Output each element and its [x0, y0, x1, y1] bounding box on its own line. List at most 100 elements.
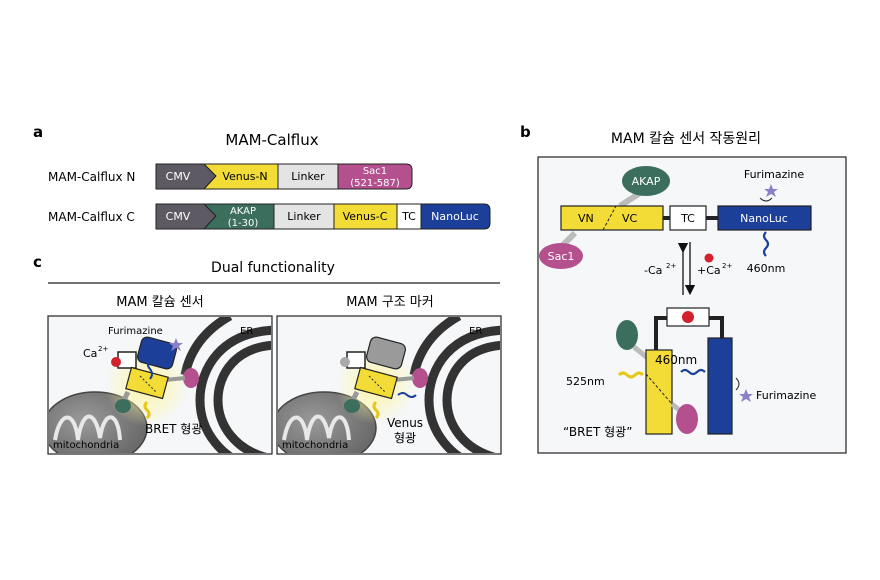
panel-c-left-box: ER mitochondria Furimazine Ca 2+ BRET 형광 — [47, 315, 273, 455]
venus-vn-vc — [560, 205, 664, 231]
panel-b-letter: b — [520, 123, 531, 141]
vn-vc-split — [602, 205, 617, 231]
panel-b: b MAM 칼슘 센서 작동원리 AKAP VN VC TC NanoLuc S… — [520, 123, 847, 454]
furimazine-star-left — [169, 338, 183, 351]
panel-b-title: MAM 칼슘 센서 작동원리 — [611, 131, 761, 147]
construct-c-nanoluc — [420, 203, 491, 230]
venus-closed — [645, 349, 673, 435]
nanoluc-label: NanoLuc — [740, 212, 788, 225]
tc-left — [117, 351, 137, 369]
vc-label: VC — [622, 212, 638, 225]
sac1-closed — [676, 404, 698, 434]
er-label-right: ER — [469, 326, 482, 337]
akap-label: AKAP — [632, 175, 661, 188]
er-membrane-left — [180, 317, 271, 453]
calcium-right — [340, 357, 350, 367]
akap-link — [618, 190, 642, 209]
construct-c-nanoluc-label: NanoLuc — [431, 210, 479, 223]
construct-c-name: MAM-Calflux C — [48, 210, 135, 224]
mito-label-left: mitochondria — [53, 440, 119, 451]
er-membrane-right — [409, 317, 500, 453]
construct-c-linker-label: Linker — [287, 210, 321, 223]
construct-n-sac1-label: Sac1 — [363, 166, 387, 177]
construct-n-linker-label: Linker — [291, 170, 325, 183]
furimazine-label-left: Furimazine — [108, 326, 163, 337]
panel-c-right-heading: MAM 구조 마커 — [346, 295, 433, 310]
bret-fluorescence-label: “BRET 형광” — [563, 425, 632, 439]
construct-n-sac1 — [337, 163, 413, 190]
construct-c-tc-label: TC — [401, 210, 416, 223]
nanoluc-box — [717, 205, 812, 231]
calcium-ion-bound — [682, 311, 694, 323]
linker-left-sac1 — [164, 376, 186, 382]
furimazine-top-arrow — [759, 197, 773, 202]
panel-a-title: MAM-Calflux — [225, 131, 318, 149]
construct-c-cmv-label: CMV — [166, 210, 191, 223]
sac1-right — [412, 368, 428, 388]
emission-460-label: 460nm — [747, 262, 786, 275]
venus-fluor-label-right: 형광 — [394, 431, 416, 445]
calcium-equilibrium: -Ca 2+ +Ca 2+ — [644, 242, 732, 296]
panel-c-letter: c — [33, 253, 42, 271]
construct-c-linker — [273, 203, 335, 230]
blue-excitation-right — [397, 392, 417, 398]
nanoluc-left — [136, 336, 178, 370]
construct-n-linker — [277, 163, 339, 190]
bret-label-left: BRET 형광 — [145, 422, 202, 436]
venus-closed-split — [645, 373, 673, 405]
emission-460-bottom-label: 460nm — [655, 353, 697, 367]
akap-right — [344, 399, 360, 413]
calcium-ion-top — [704, 253, 714, 263]
venus-label-right: Venus — [387, 416, 423, 430]
plus-ca-label: +Ca — [697, 264, 721, 277]
minus-ca-charge: 2+ — [666, 262, 676, 270]
mito-label-right: mitochondria — [282, 440, 348, 451]
furimazine-bottom-arrow — [735, 377, 740, 391]
er-label-left: ER — [240, 326, 253, 337]
construct-n-name: MAM-Calflux N — [48, 170, 135, 184]
panel-a: a MAM-Calflux MAM-Calflux N CMV Venus-N … — [33, 123, 491, 230]
construct-n-venus-n-label: Venus-N — [222, 170, 267, 183]
construct-c-akap — [202, 203, 275, 230]
nanoluc-right-inactive — [365, 336, 407, 370]
furimazine-bottom-star — [739, 389, 753, 402]
akap-left — [115, 399, 131, 413]
furimazine-bottom-label: Furimazine — [756, 389, 817, 402]
panel-a-letter: a — [33, 123, 43, 141]
furimazine-top-star — [764, 184, 778, 197]
linker-right-sac1 — [393, 376, 415, 382]
akap-closed — [616, 320, 638, 350]
sac1-left — [183, 368, 199, 388]
tc-right — [346, 351, 366, 369]
tc-label: TC — [680, 212, 695, 225]
sac1-link — [560, 230, 578, 248]
emission-525-label: 525nm — [566, 375, 605, 388]
akap-ellipse — [622, 166, 670, 196]
construct-c-akap-range: (1-30) — [228, 218, 259, 229]
construct-c-akap-label: AKAP — [230, 206, 256, 217]
panel-c-title: Dual functionality — [211, 260, 335, 276]
panel-c-right-box: ER mitochondria Venus 형광 — [276, 315, 502, 455]
sac1-label: Sac1 — [548, 250, 575, 263]
construct-c-tc — [396, 203, 422, 230]
panel-c-left-heading: MAM 칼슘 센서 — [116, 295, 203, 310]
vn-label: VN — [578, 212, 594, 225]
bret-transfer-wave — [680, 368, 706, 376]
plus-ca-charge: 2+ — [722, 262, 732, 270]
minus-ca-label: -Ca — [644, 264, 662, 277]
ca-charge-left: 2+ — [98, 345, 108, 353]
nanoluc-closed — [707, 337, 733, 435]
sac1-ellipse — [539, 243, 583, 269]
furimazine-top-label: Furimazine — [744, 168, 805, 181]
yellow-emission-right — [372, 400, 380, 420]
panel-c: c Dual functionality MAM 칼슘 센서 MAM 구조 마커 — [33, 253, 502, 455]
ca-label-left: Ca — [83, 347, 97, 360]
construct-n: MAM-Calflux N CMV Venus-N Linker Sac1 (5… — [48, 163, 413, 190]
blue-emission-top — [762, 231, 770, 257]
calcium-left — [111, 357, 121, 367]
construct-n-cmv-label: CMV — [166, 170, 191, 183]
sensor-closed-state: 460nm 525nm Furimazine “BRET 형광” — [563, 307, 817, 439]
yellow-emission-left — [143, 400, 151, 420]
sensor-open-state: AKAP VN VC TC NanoLuc Sac1 Furimazine 46… — [539, 166, 812, 275]
